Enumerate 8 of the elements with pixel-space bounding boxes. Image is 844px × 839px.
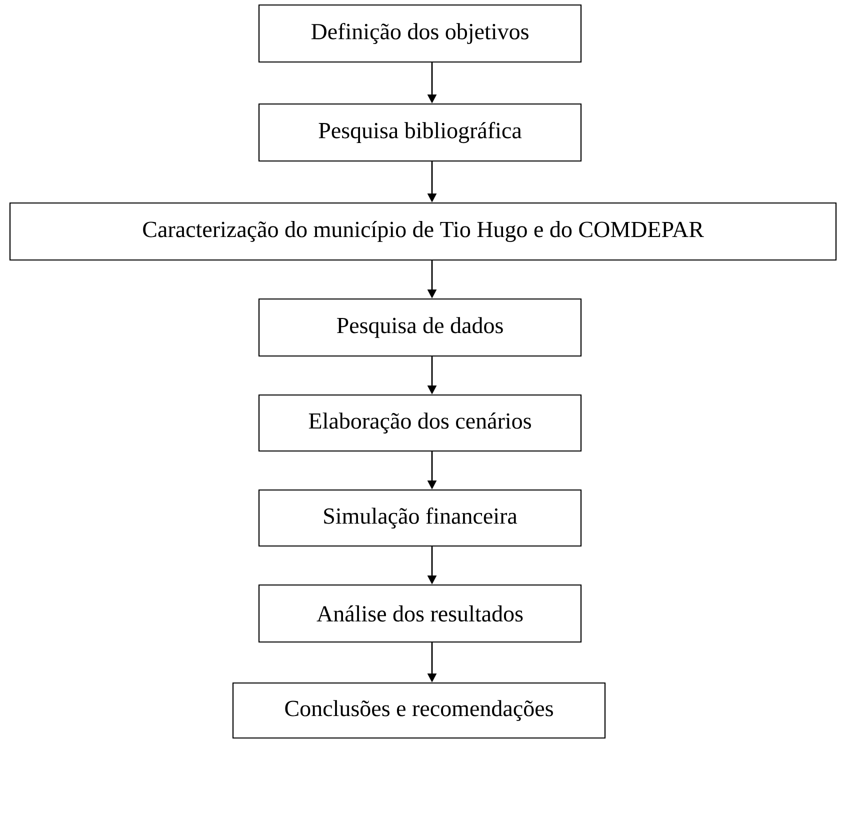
process-box: Simulação financeira [258, 489, 582, 547]
process-box: Pesquisa de dados [258, 298, 582, 357]
process-box: Conclusões e recomendações [232, 682, 606, 739]
process-box: Definição dos objetivos [258, 4, 582, 63]
process-box: Caracterização do município de Tio Hugo e do COMDEPAR [9, 202, 837, 261]
process-box: Pesquisa bibliográfica [258, 103, 582, 162]
process-box: Elaboração dos cenários [258, 394, 582, 452]
process-box: Análise dos resultados [258, 584, 582, 643]
